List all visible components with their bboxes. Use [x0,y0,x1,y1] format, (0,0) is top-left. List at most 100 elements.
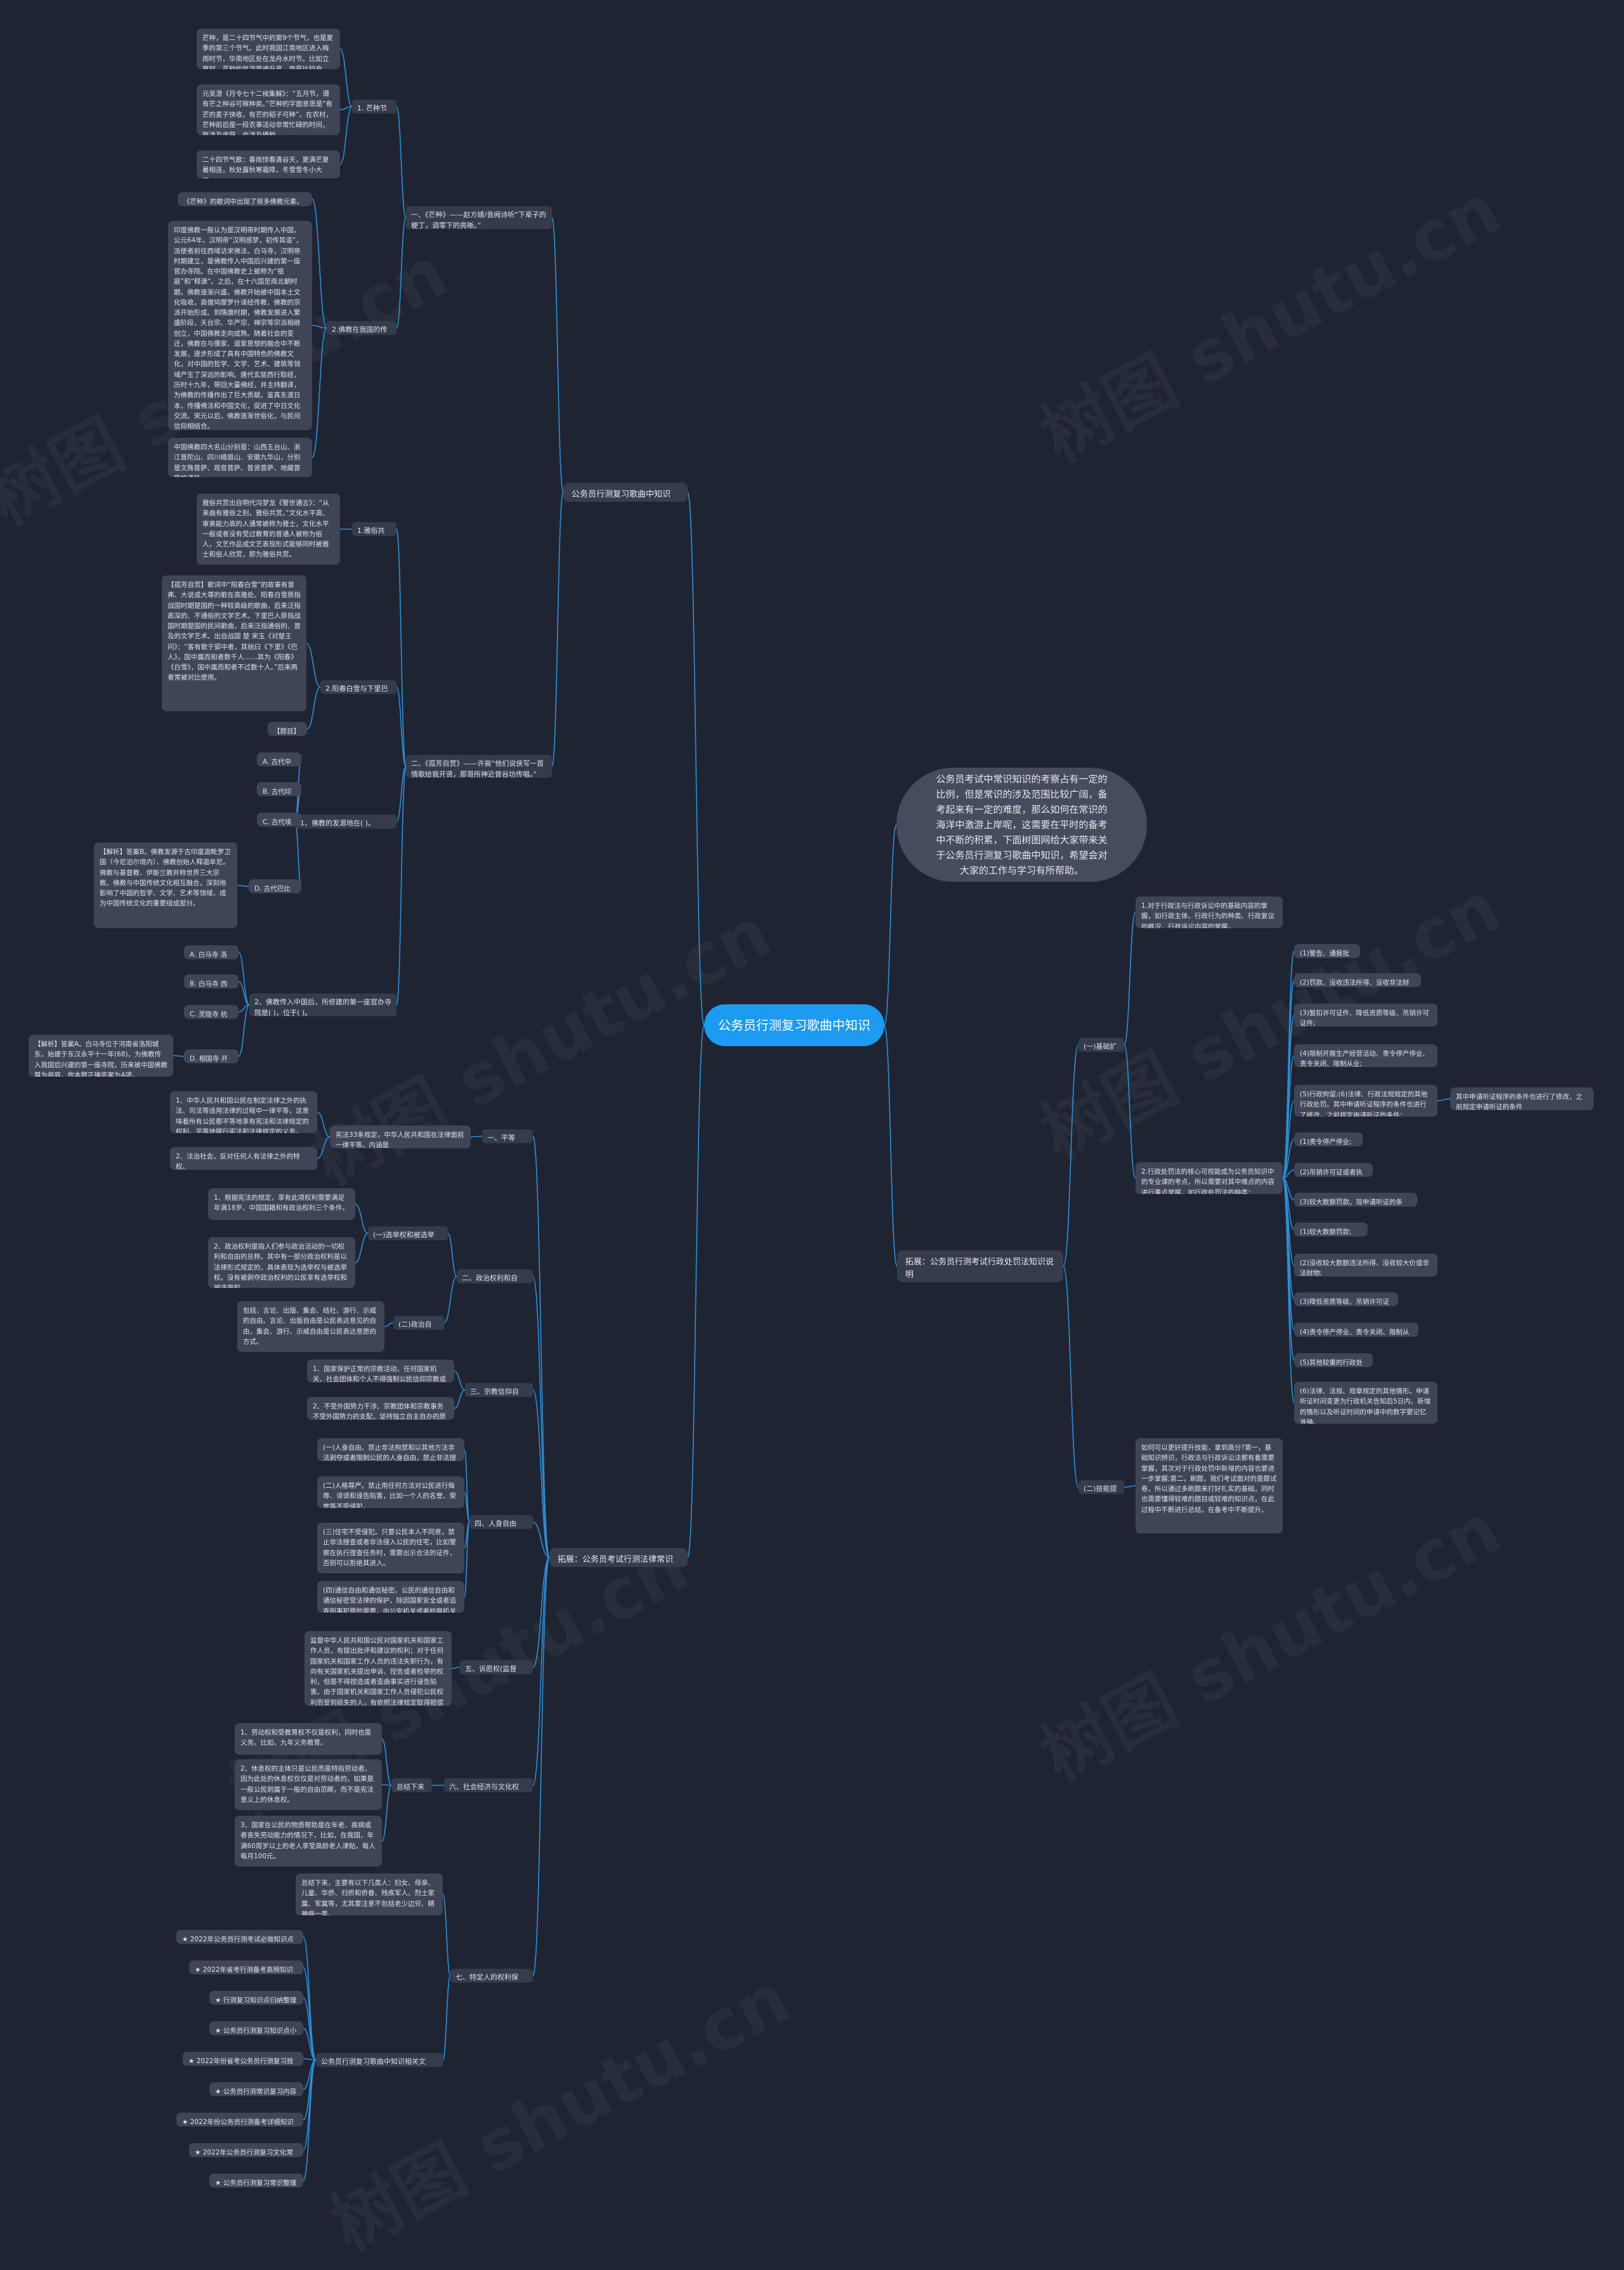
connector-line [355,1233,369,1263]
related-link-1[interactable]: ★ 2022年公务员行测考试必做知识点 [176,1930,303,1944]
admin-point-2[interactable]: 2.行政处罚法的核心可视能成为公务员知识中的专业课的考点，所以需要对其中难点的内… [1136,1162,1283,1194]
law-special-groups[interactable]: 七、特定人的权利保护。 [450,1969,533,1983]
song-buddhism-spread[interactable]: 2.佛教在我国的传播 [327,321,396,335]
song-section1-title[interactable]: 一、《芒种》——赵方婧/音阙诗听“下辈子的梗丁，调零下的亮晰。” [406,206,552,229]
law-related-articles[interactable]: 公务员行测复习歌曲中知识相关文章： [316,2053,443,2067]
admin-penalty-item-10[interactable]: (2)没收较大数额违法所得、没收较大价值非法财物; [1294,1254,1437,1276]
song-yangchun-text[interactable]: 【孤芳自赏】歌词中“阳春白雪”的故事有曾弗、大说或大尊的歌在高雅处。阳春白雪原指… [162,575,306,711]
song-q2-option-b[interactable]: B. 白马寺 西安 [184,974,239,988]
law-special-text[interactable]: 总结下来，主要有以下几类人：妇女、母亲、儿童、华侨、归侨和侨眷、残疾军人、烈士家… [296,1873,443,1915]
connector-line [396,217,407,329]
admin-penalty-item-9[interactable]: (1)较大数额罚款; [1294,1223,1368,1237]
song-q1-option-a[interactable]: A. 古代中国 [257,752,301,766]
law-personal-text-4[interactable]: (四)通信自由和通信秘密。公民的通信自由和通信秘密受法律的保护，除因国家安全或者… [317,1581,464,1613]
song-q2-option-a[interactable]: A. 白马寺 洛阳 [184,945,239,959]
law-vote-right[interactable]: (一)选举权和被选举权。 [368,1226,448,1240]
law-supervision-text[interactable]: 监督中华人民共和国公民对国家机关和国家工作人员，有提出批评和建议的权利；对于任何… [304,1631,452,1706]
song-question-2[interactable]: 2、佛教传入中国后，所修建的第一座官办寺院是( )，位于( )。 [249,994,396,1016]
connector-line [551,217,564,493]
connector-line [1437,1098,1451,1101]
admin-penalty-item-13[interactable]: (5)其他较重的行政处罚; [1294,1353,1373,1367]
connector-line [1282,1139,1295,1179]
song-q1-option-b[interactable]: B. 古代印度 [257,782,301,796]
song-yasu-text[interactable]: 雅俗共赏出自明代冯梦龙《警世通言》：“从来曲有雅俗之别，雅俗共赏。”文化水平高、… [197,494,340,565]
admin-upgrade[interactable]: (二)技能提升 [1078,1480,1124,1494]
connector-line [532,1557,550,1786]
law-vote-text-2[interactable]: 2、政治权利是指人们参与政治活动的一切权利和自由的总称。其中有一部分政治权利是以… [208,1237,355,1288]
admin-penalty-item-2[interactable]: (2)罚款、没收违法所得、没收非法财物; [1294,973,1421,987]
song-mangzhong-text-3[interactable]: 二十四节气歌：春雨惊春清谷天，夏满芒夏暑相连，秋处露秋寒霜降，冬雪雪冬小大寒。 [197,150,340,178]
admin-penalty-item-3[interactable]: (3)暂扣许可证件、降低资质等级、吊销许可证件; [1294,1004,1437,1027]
law-personal-text-3[interactable]: (三)住宅不受侵犯。只要公民本人不同意，禁止非法搜查或者非法侵入公民的住宅，比如… [317,1523,464,1573]
connector-line [303,1967,317,2061]
song-q1-option-c[interactable]: C. 古代埃及 [257,813,301,827]
admin-upgrade-text[interactable]: 如何可以更好提升技能，拿到高分?第一，基础知识辨识，行政法与行政诉讼法都有着需要… [1136,1438,1283,1533]
law-religion[interactable]: 三、宗教信仰自由。 [465,1383,533,1397]
song-yasu-gongshang[interactable]: 1.雅俗共赏 [352,522,396,536]
admin-penalty-item-7[interactable]: (2)吊销许可证或者执照; [1294,1163,1373,1177]
admin-penalty-item-12[interactable]: (4)责令停产停业、责令关闭、限制从业; [1294,1323,1418,1337]
song-buddhism-text-2[interactable]: 印度佛教一般认为是汉明帝时期传入中国，公元64年，汉明帝“汉明感梦，初传其道”，… [168,221,312,430]
connector-line [381,1785,392,1842]
intro-summary[interactable]: 公务员考试中常识知识的考察占有一定的比例，但是常识的涉及范围比较广阔，备考起来有… [896,768,1147,882]
related-link-9[interactable]: ★ 公务员行测复习常识整理 [209,2174,303,2188]
admin-penalty-item-14[interactable]: (6)法律、法规、规章规定的其他情形。申请听证时间变更为行政机关告知后5日内，新… [1294,1382,1437,1424]
law-personal-text-1[interactable]: (一)人身自由。禁止非法拘禁和以其他方法非法剥夺或者限制公民的人身自由，禁止非法… [317,1438,464,1461]
song-buddhism-text-1[interactable]: 《芒种》的歌词中出现了很多佛教元素。 [178,192,312,206]
song-mangzhong-term[interactable]: 1. 芒种节气 [352,100,396,114]
song-q2-answer[interactable]: 【解析】答案A。白马寺位于河南省洛阳城东，始建于东汉永平十一年(68)，为佛教传… [29,1035,173,1077]
branch-admin-penalty[interactable]: 拓展：公务员行测考试行政处罚法知识说明 [897,1250,1063,1282]
related-link-3[interactable]: ★ 行测复习知识点归纳整理 [209,1991,303,2005]
connector-line [311,327,327,458]
song-question-1[interactable]: 1、佛教的发源地在( )。 [295,815,396,829]
related-link-7[interactable]: ★ 2022年份公务员行测备考详细知识点 [176,2113,303,2127]
admin-basic[interactable]: (一)基础扩展 [1078,1038,1124,1052]
law-political-rights[interactable]: 二、政治权利和自由。 [457,1269,533,1283]
connector-line [447,1233,457,1277]
admin-penalty-item-5[interactable]: (5)行政拘留;(6)法律、行政法规规定的其他行政处罚。其中申请听证程序的条件也… [1294,1085,1437,1117]
law-personal-text-2[interactable]: (二)人格尊严。禁止用任何方法对公民进行侮辱、诽谤和诬告陷害，比如一个人的名誉、… [317,1476,464,1508]
related-link-6[interactable]: ★ 公务员行测常识复习内容 [209,2082,303,2096]
law-social-economic[interactable]: 六、社会经济与文化权利。 [444,1778,533,1792]
law-personal-freedom[interactable]: 四、人身自由权。 [469,1515,533,1529]
law-political-freedom-text[interactable]: 包括，言论、出版、集会、结社、游行、示威的自由。言论、出版自由是公民表达意见的自… [237,1301,384,1352]
branch-song-knowledge[interactable]: 公务员行测复习歌曲中知识 [563,483,688,502]
song-mangzhong-text-1[interactable]: 芒种，是二十四节气中的第9个节气，也是夏季的第三个节气。此时我国江南地区进入梅雨… [197,29,340,69]
admin-penalty-side-note[interactable]: 其中申请听证程序的条件也进行了修改，之前规定申请听证的条件 [1450,1087,1594,1110]
admin-penalty-item-8[interactable]: (3)较大数额罚款。现申请听证的条件： [1294,1193,1417,1207]
root-topic[interactable]: 公务员行测复习歌曲中知识 [704,1004,884,1046]
song-section2-title[interactable]: 二、《孤芳自赏》——许嵩“他们说侠写一首情歌给我开贤，那哥所神近曾谷坊传唱。” [406,755,552,778]
song-q1-answer[interactable]: 【解析】答案B。佛教发源于古印度迦毗罗卫国（今尼泊尔境内），佛教创始人释迦牟尼。… [94,843,237,928]
related-link-8[interactable]: ★ 2022年公务员行测复习文化常识 [189,2143,303,2157]
admin-penalty-item-6[interactable]: (1)责令停产停业; [1294,1132,1363,1146]
law-equality-text-1[interactable]: 1、中华人民共和国公民在制定法律之外的执法、司法等适用法律的过程中一律平等，这意… [170,1091,317,1133]
law-religion-text-2[interactable]: 2、不受外国势力干涉。宗教团体和宗教事务不受外国势力的支配，坚持独立自主自办的原… [307,1397,454,1420]
law-supervision[interactable]: 五、诉愿权(监督权)。 [460,1660,533,1674]
law-equality-text-2[interactable]: 2、法治社会，反对任何人有法律之外的特权。 [170,1147,317,1170]
law-vote-text-1[interactable]: 1、根据宪法的规定，享有此项权利需要满足年满18岁、中国国籍和有政治权利三个条件… [208,1188,355,1220]
law-social-text-3[interactable]: 3、国家在公民的物质帮助是在年老、疾病或者丧失劳动能力的情况下，比如，在我国，年… [235,1816,382,1867]
admin-penalty-item-11[interactable]: (3)降低资质等级、吊销许可证件; [1294,1292,1398,1306]
song-mangzhong-text-2[interactable]: 元吴澄《月令七十二候集解》：“五月节，谓有芒之种谷可稼种矣。”芒种的字面意思是“… [197,84,340,135]
law-social-text-1[interactable]: 1、劳动权和受教育权不仅是权利，同时也是义务。比如，九年义务教育。 [235,1723,382,1755]
law-religion-text-1[interactable]: 1、国家保护正常的宗教活动，任何国家机关、社会团体和个人不得强制公民信仰宗教或者… [307,1360,454,1382]
law-social-text-2[interactable]: 2、休息权的主体只是公民而是特指劳动者。因为此处的休息权仅仅是对劳动者的，如果是… [235,1759,382,1810]
admin-penalty-item-1[interactable]: (1)警告、通报批评; [1294,944,1360,958]
song-q1-option-d[interactable]: D. 古代巴比伦 [249,879,301,893]
related-link-2[interactable]: ★ 2022年省考行测备考高频知识点 [189,1960,303,1974]
song-q2-option-c[interactable]: C. 灵隐寺 杭州 [184,1005,239,1019]
admin-point-1[interactable]: 1.对于行政法与行政诉讼中的基础内容的掌握，如行政主体、行政行为的种类、行政复议… [1136,896,1283,928]
law-equality-def[interactable]: 宪法33条规定，中华人民共和国在法律面前一律平等。内涵是 [330,1125,471,1148]
related-link-4[interactable]: ★ 公务员行测复习知识点小结 [209,2021,303,2035]
song-buddhism-text-3[interactable]: 中国佛教四大名山分别是：山西五台山、浙江普陀山、四川峨眉山、安徽九华山，分别是文… [168,438,312,477]
song-q2-option-d[interactable]: D. 相国寺 开封 [184,1049,239,1063]
song-question-label[interactable]: 【题目】 [268,722,307,736]
law-equality[interactable]: 一、平等权。 [482,1129,533,1143]
law-political-freedom[interactable]: (二)政治自由。 [393,1316,444,1330]
song-yangchun-xiali[interactable]: 2.阳春白雪与下里巴人 [320,680,396,694]
related-link-5[interactable]: ★ 2022年份省考公务员行测复习技巧 [183,2052,303,2066]
branch-law-common[interactable]: 拓展：公务员考试行测法律常识 [549,1548,688,1567]
law-summary-label[interactable]: 总结下来 [391,1778,432,1792]
admin-penalty-item-4[interactable]: (4)限制开展生产经营活动、责令停产停业、责令关闭、限制从业; [1294,1044,1437,1067]
connector-line [442,1975,451,2061]
